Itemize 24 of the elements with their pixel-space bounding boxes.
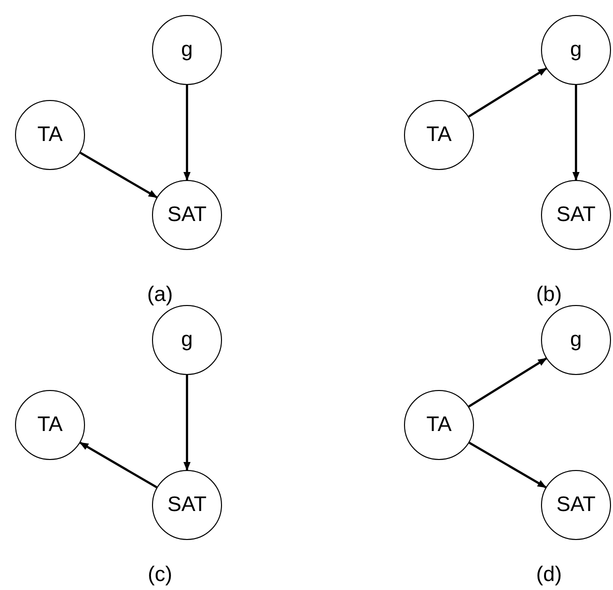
arrow [468, 442, 547, 488]
node-label: SAT [556, 493, 596, 517]
node-label: TA [37, 123, 63, 147]
node-label: SAT [167, 493, 207, 517]
arrow [183, 375, 191, 471]
arrow [79, 442, 158, 488]
panel-label: (c) [148, 563, 172, 587]
node-label: g [181, 328, 193, 352]
node-label: g [181, 38, 193, 62]
arrow [183, 85, 191, 181]
arrow [572, 85, 580, 181]
node-label: TA [37, 413, 63, 437]
node-label: g [570, 38, 582, 62]
node-label: g [570, 328, 582, 352]
panel-label: (b) [536, 283, 562, 307]
node-label: TA [426, 413, 452, 437]
arrow [468, 358, 548, 408]
panel-label: (d) [536, 563, 562, 587]
node-label: TA [426, 123, 452, 147]
panel-label: (a) [147, 283, 173, 307]
arrow [468, 68, 548, 118]
node-label: SAT [167, 203, 207, 227]
node-label: SAT [556, 203, 596, 227]
arrow [80, 152, 158, 198]
